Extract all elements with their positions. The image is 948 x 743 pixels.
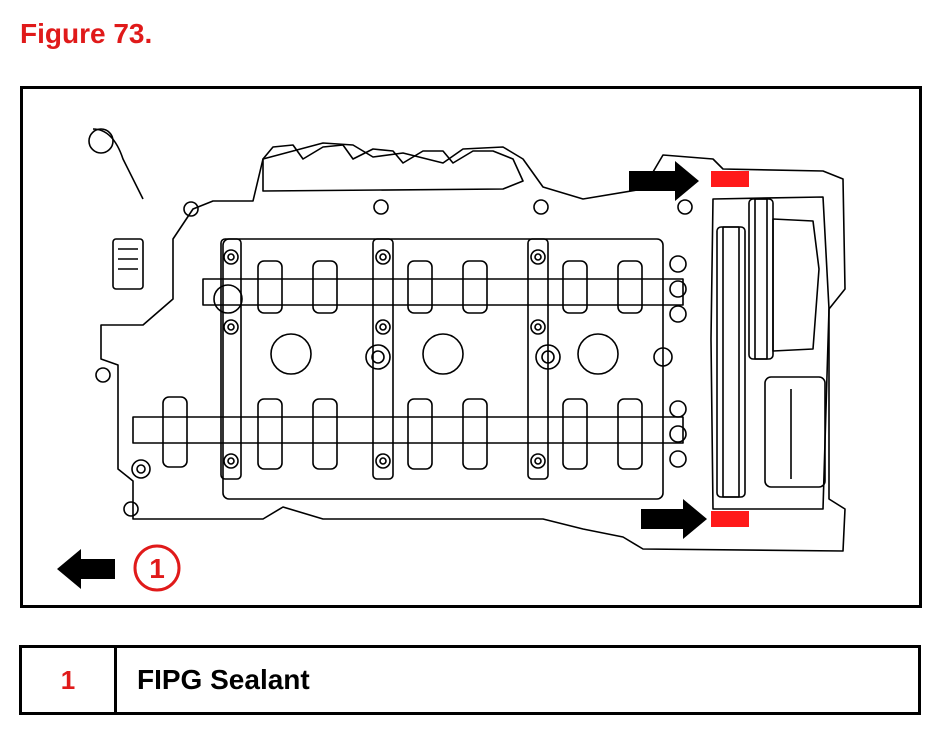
intake-ports	[262, 144, 524, 192]
head-bolts	[95, 199, 693, 517]
head-outline	[100, 142, 846, 552]
bearing-caps	[220, 238, 549, 480]
diagram-frame: 1	[20, 86, 922, 608]
right-arrow-icon	[629, 161, 699, 201]
callout-circle	[133, 544, 181, 592]
sealant-mark-upper	[711, 171, 749, 187]
right-arrow-icon	[641, 499, 707, 539]
legend-table: 1 FIPG Sealant	[19, 645, 921, 715]
left-arrow-icon	[57, 549, 115, 589]
cam-lobes-upper	[257, 260, 643, 314]
callout-number: 1	[149, 553, 165, 584]
cam-lobes-lower	[162, 396, 643, 470]
left-fittings	[88, 128, 144, 290]
sealant-mark-lower	[711, 511, 749, 527]
camshaft-intake	[202, 278, 684, 306]
legend-number: 1	[22, 648, 117, 712]
spark-plug-tubes	[213, 284, 619, 375]
legend-description: FIPG Sealant	[137, 664, 310, 695]
cam-housing	[222, 238, 664, 500]
cam-sprockets	[716, 198, 826, 498]
figure-title: Figure 73.	[20, 18, 153, 49]
engine-cylinder-head-diagram: 1	[57, 128, 846, 592]
timing-cover	[710, 196, 830, 510]
